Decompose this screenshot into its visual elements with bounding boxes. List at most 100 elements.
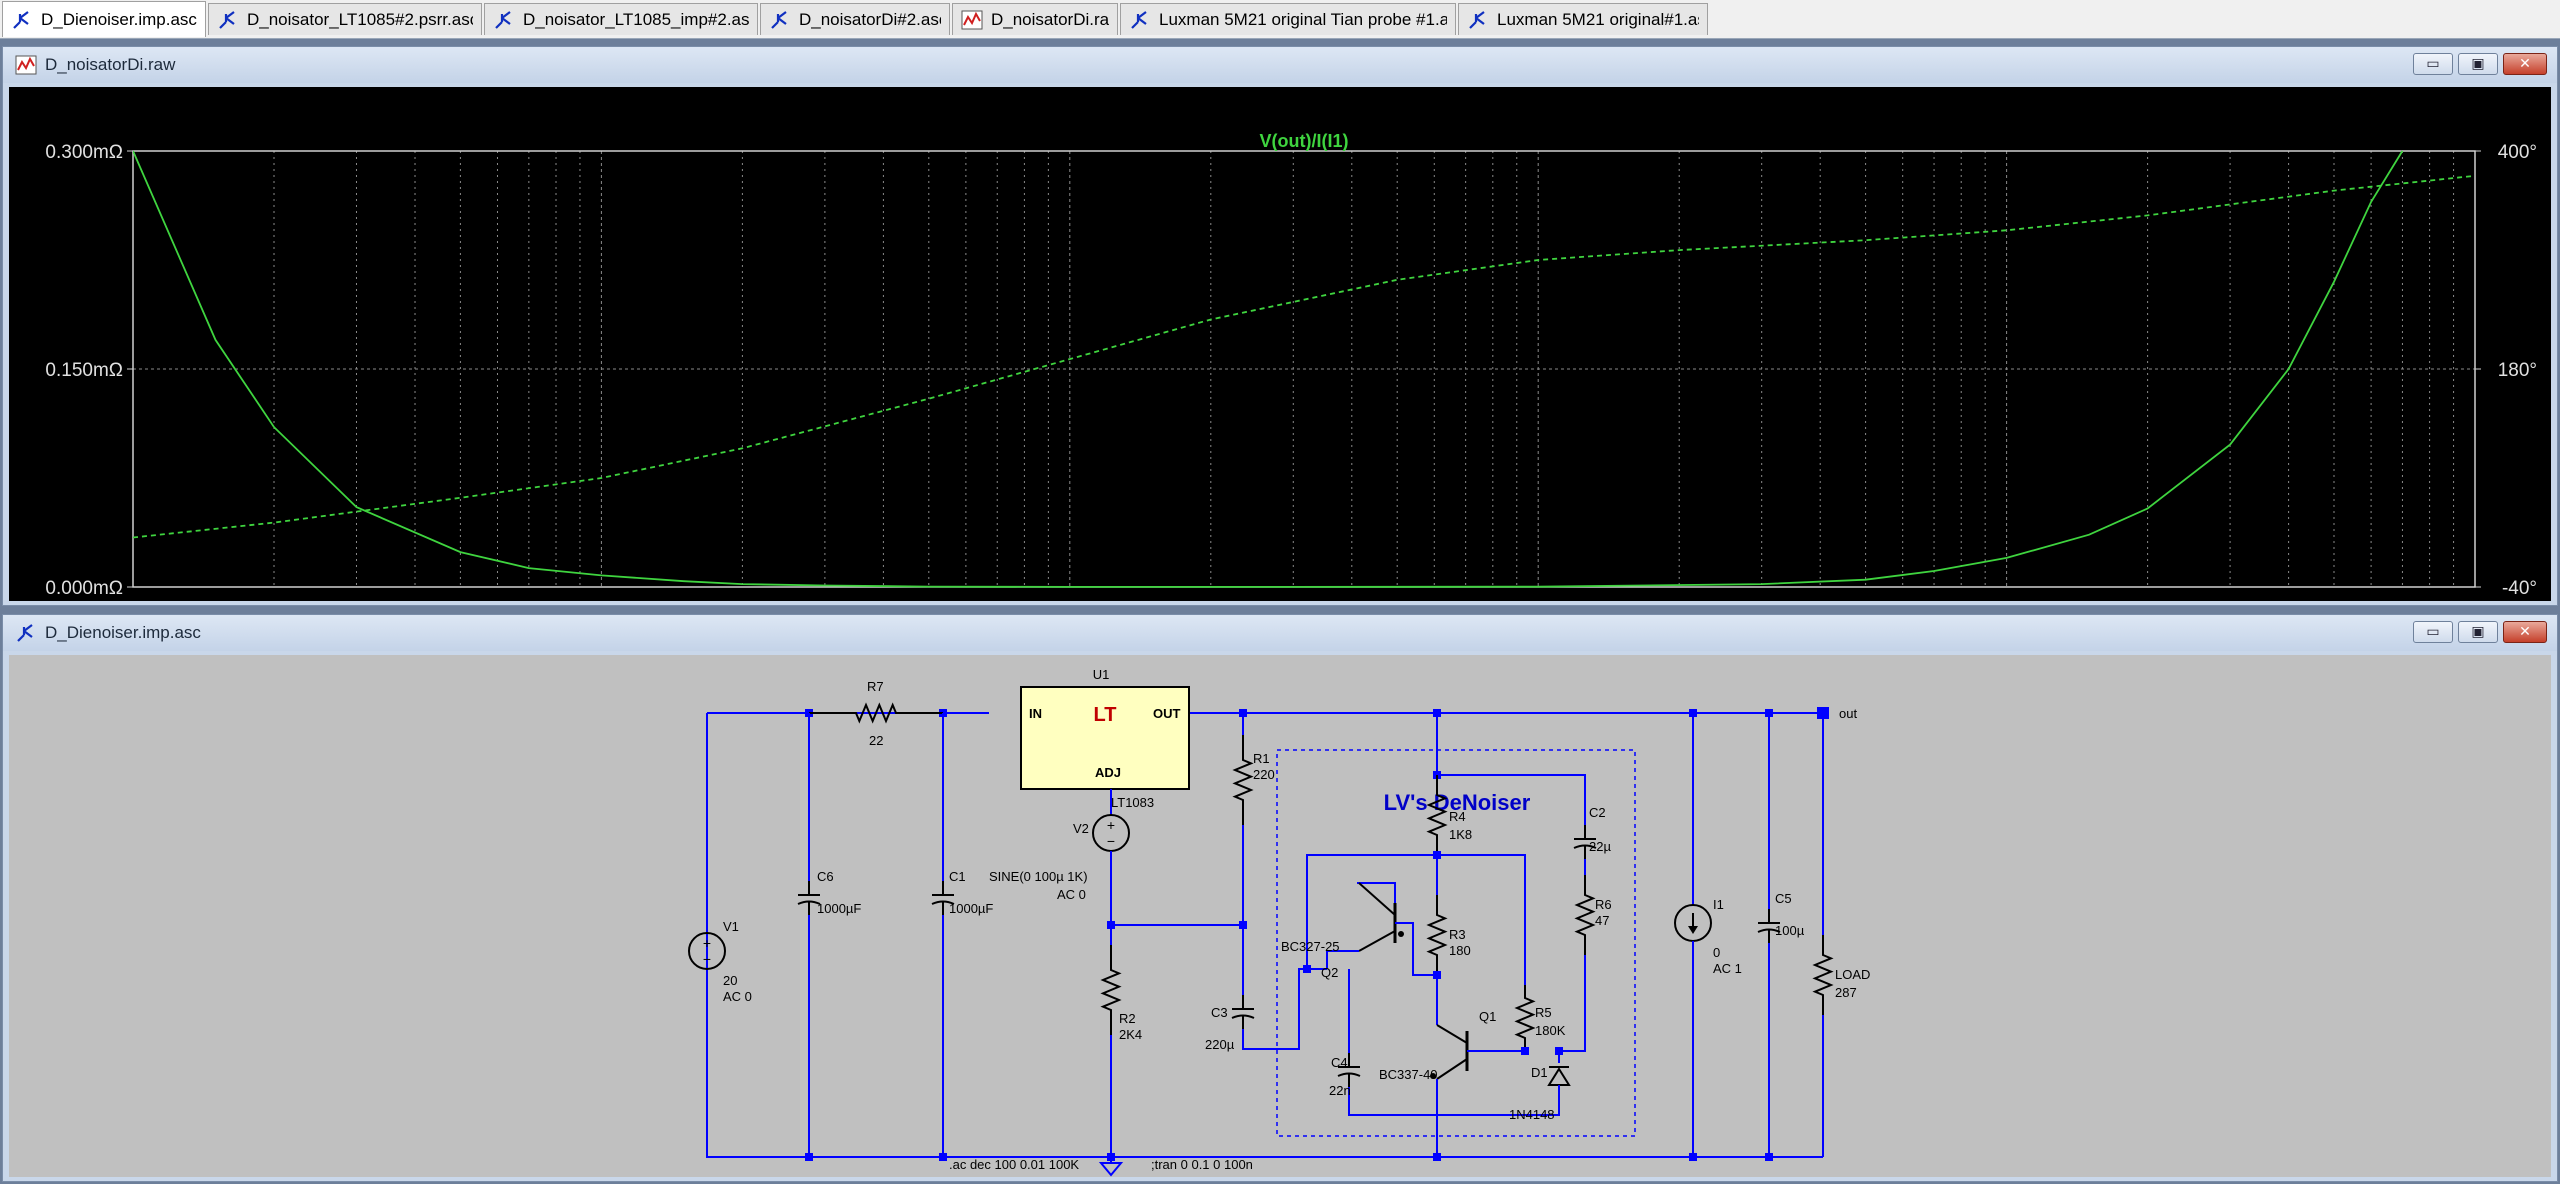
wire <box>1395 922 1437 976</box>
tab-label: D_noisatorDi.raw <box>991 9 1109 29</box>
minimize-button[interactable]: ▭ <box>2413 53 2453 75</box>
capacitor-c3[interactable] <box>1231 995 1255 1029</box>
transistor-q2[interactable] <box>1358 882 1404 952</box>
regulator-u1[interactable] <box>1020 686 1190 790</box>
x-axis-tick-label: 1Hz <box>133 599 167 601</box>
u1-pin-adj: ADJ <box>1095 765 1121 780</box>
capacitor-c4[interactable] <box>1337 1053 1361 1087</box>
tab-label: D_noisator_LT1085#2.psrr.asc <box>247 9 473 29</box>
tab-label: D_noisatorDi#2.asc <box>799 9 941 29</box>
waveform-window-titlebar[interactable]: D_noisatorDi.raw <box>3 47 2557 83</box>
voltage-source-v1[interactable]: +− <box>688 932 726 970</box>
capacitor-c5[interactable] <box>1757 909 1781 943</box>
diode-d1[interactable] <box>1547 1066 1571 1086</box>
restore-button[interactable]: ▣ <box>2458 621 2498 643</box>
capacitor-c6[interactable] <box>797 881 821 915</box>
r5-value: 180K <box>1535 1023 1566 1038</box>
transistor-emitter <box>1358 930 1396 952</box>
resistor-r1[interactable] <box>1232 735 1254 825</box>
x-axis-tick-label: 10Hz <box>579 599 623 601</box>
tab-label: Luxman 5M21 original Tian probe #1.asc <box>1159 9 1447 29</box>
transistor-collector <box>1436 1024 1468 1044</box>
x-axis-tick-label: 100KHz <box>2407 599 2475 601</box>
net-label-out: out <box>1839 706 1857 721</box>
tab-4[interactable]: D_noisatorDi#2.asc <box>760 3 950 35</box>
impedance-plot[interactable]: V(out)/I(I1)0.300mΩ0.150mΩ0.000mΩ400°180… <box>9 87 2551 620</box>
c6-ref: C6 <box>817 869 834 884</box>
r6-ref: R6 <box>1595 897 1612 912</box>
load-ref: LOAD <box>1835 967 1870 982</box>
d1-part: 1N4148 <box>1509 1107 1555 1122</box>
c1-value: 1000µF <box>949 901 993 916</box>
v2-ac: AC 0 <box>1057 887 1086 902</box>
x-axis-tick-label: 1KHz <box>1515 599 1561 601</box>
c3-value: 220µ <box>1205 1037 1235 1052</box>
tab-label: D_Dienoiser.imp.asc <box>41 9 197 29</box>
net-flag <box>1817 707 1829 719</box>
capacitor-c2[interactable] <box>1573 825 1597 859</box>
close-button[interactable]: ✕ <box>2503 621 2547 643</box>
plot-title: V(out)/I(I1) <box>1260 131 1349 151</box>
x-axis-tick-label: 10KHz <box>1978 599 2035 601</box>
resistor-r5[interactable] <box>1514 985 1536 1051</box>
resistor-r6[interactable] <box>1574 875 1596 955</box>
resistor-r3[interactable] <box>1426 895 1448 975</box>
ground-symbol <box>1098 1162 1124 1177</box>
minimize-button[interactable]: ▭ <box>2413 621 2453 643</box>
schematic-window-titlebar[interactable]: D_Dienoiser.imp.asc <box>3 615 2557 651</box>
c1-ref: C1 <box>949 869 966 884</box>
voltage-source-v2[interactable]: +− <box>1092 814 1130 852</box>
resistor-r7[interactable] <box>809 702 943 724</box>
junction-dot <box>1303 965 1311 973</box>
plus-sign: + <box>703 935 711 951</box>
plus-sign: + <box>1107 817 1115 833</box>
resistor-load[interactable] <box>1812 935 1834 1015</box>
schematic-icon <box>495 10 511 29</box>
q2-part: BC327-25 <box>1281 939 1340 954</box>
waveform-icon <box>961 10 983 29</box>
tab-2[interactable]: D_noisator_LT1085#2.psrr.asc <box>208 3 482 35</box>
transistor-emitter <box>1436 1058 1468 1080</box>
resistor-r2[interactable] <box>1100 945 1122 1035</box>
left-axis-tick-label: 0.150mΩ <box>45 360 123 381</box>
x-axis-tick-label: 100Hz <box>1042 599 1097 601</box>
close-button[interactable]: ✕ <box>2503 53 2547 75</box>
r2-ref: R2 <box>1119 1011 1136 1026</box>
load-value: 287 <box>1835 985 1857 1000</box>
tab-7[interactable]: Luxman 5M21 original#1.asc <box>1458 3 1708 35</box>
tab-3[interactable]: D_noisator_LT1085_imp#2.asc <box>484 3 758 35</box>
tab-5[interactable]: D_noisatorDi.raw <box>952 3 1118 35</box>
c5-value: 100µ <box>1775 923 1805 938</box>
r4-value: 1K8 <box>1449 827 1472 842</box>
d1-ref: D1 <box>1531 1065 1548 1080</box>
schematic-icon <box>1131 10 1147 29</box>
c4-ref: C4 <box>1331 1055 1348 1070</box>
wire <box>1348 1087 1437 1116</box>
waveform-window[interactable]: D_noisatorDi.raw ▭ ▣ ✕ V(out)/I(I1) 0.300… <box>2 46 2558 620</box>
phase-trace[interactable] <box>133 174 2475 539</box>
current-source-i1[interactable] <box>1674 904 1712 942</box>
magnitude-trace[interactable] <box>133 150 2404 588</box>
tab-6[interactable]: Luxman 5M21 original Tian probe #1.asc <box>1120 3 1456 35</box>
capacitor-c1[interactable] <box>931 881 955 915</box>
transistor-arrow <box>1430 1073 1436 1079</box>
schematic-icon <box>219 10 235 29</box>
minus-sign: − <box>1107 833 1115 849</box>
tab-1[interactable]: D_Dienoiser.imp.asc <box>2 1 206 37</box>
r5-ref: R5 <box>1535 1005 1552 1020</box>
wire <box>1559 955 1586 1052</box>
right-axis-tick-label: 180° <box>2498 360 2537 381</box>
u1-ref: U1 <box>1093 667 1110 682</box>
r2-value: 2K4 <box>1119 1027 1142 1042</box>
restore-button[interactable]: ▣ <box>2458 53 2498 75</box>
lt-logo: LT <box>1094 704 1117 726</box>
tab-label: Luxman 5M21 original#1.asc <box>1497 9 1699 29</box>
resistor-r4[interactable] <box>1426 775 1448 855</box>
r1-value: 220 <box>1253 767 1275 782</box>
left-axis-tick-label: 0.300mΩ <box>45 142 123 163</box>
wire <box>1436 713 1586 825</box>
